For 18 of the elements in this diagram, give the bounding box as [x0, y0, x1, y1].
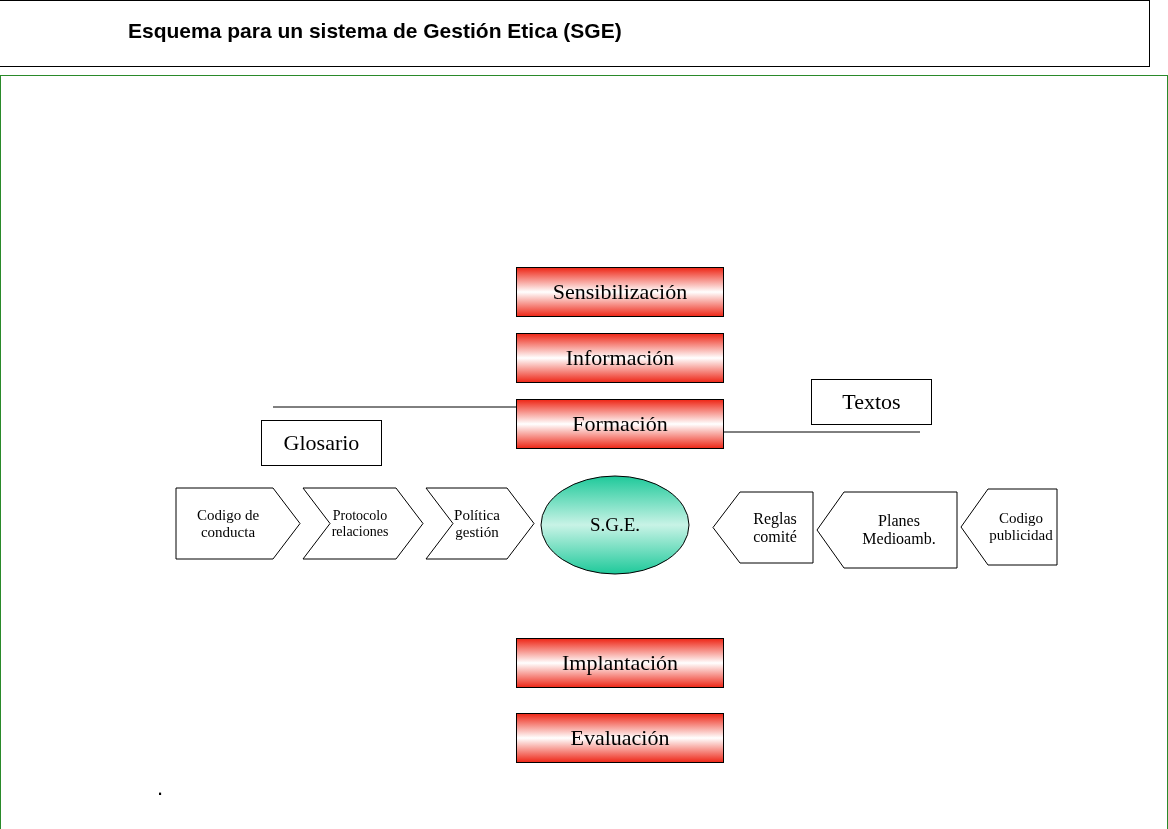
chevron-shape: Codigo publicidad [960, 488, 1058, 566]
chevron-shape: Planes Medioamb. [816, 491, 958, 569]
connector-line [723, 431, 921, 433]
stage-box: Evaluación [516, 713, 724, 763]
title: Esquema para un sistema de Gestión Etica (SGE) [0, 0, 1150, 67]
connector-line [272, 406, 517, 408]
chevron-shape: Protocolo relaciones [302, 487, 424, 560]
chevron-shape: Política gestión [425, 487, 535, 560]
stage-box: Formación [516, 399, 724, 449]
text-box: Textos [811, 379, 932, 425]
chevron-shape: Reglas comité [712, 491, 814, 564]
chevron-shape: Codigo de conducta [175, 487, 301, 560]
note-text: . [157, 775, 164, 801]
stage-box: Sensibilización [516, 267, 724, 317]
text-box: Glosario [261, 420, 382, 466]
center-ellipse: S.G.E. [540, 475, 690, 575]
stage-box: Información [516, 333, 724, 383]
stage-box: Implantación [516, 638, 724, 688]
